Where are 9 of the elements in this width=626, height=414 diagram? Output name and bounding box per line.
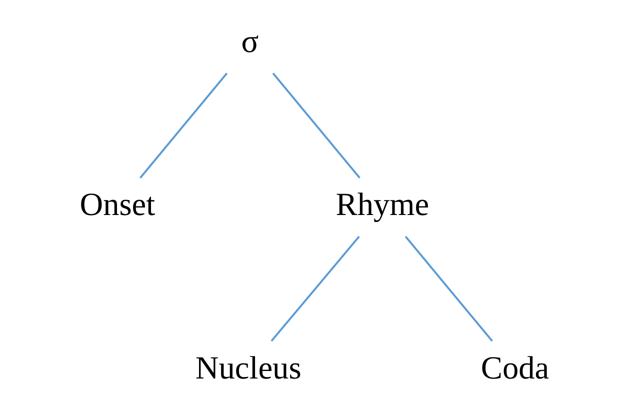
node-text: σ bbox=[241, 22, 259, 59]
node-text: Onset bbox=[80, 186, 156, 222]
node-text: Nucleus bbox=[195, 349, 302, 386]
node-text: Rhyme bbox=[336, 186, 430, 222]
connector bbox=[272, 72, 360, 178]
connector bbox=[404, 236, 493, 342]
connector bbox=[140, 72, 228, 178]
node-text: Coda bbox=[480, 349, 550, 386]
connector bbox=[270, 236, 360, 342]
